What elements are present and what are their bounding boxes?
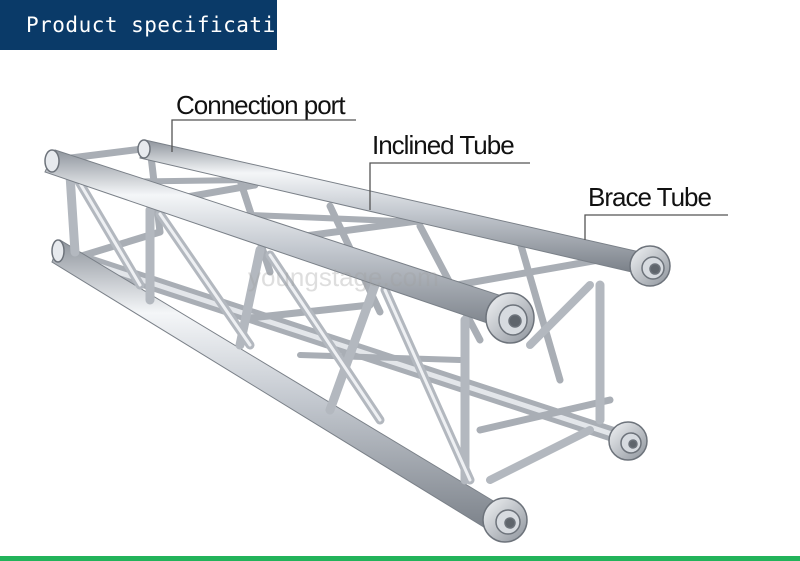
inclined-tube-label: Inclined Tube xyxy=(372,130,514,161)
brace-tube-label: Brace Tube xyxy=(588,182,711,213)
watermark: youngstage.com xyxy=(248,262,439,293)
brace-tube-leader xyxy=(585,215,728,240)
connection-port-label: Connection port xyxy=(176,90,345,121)
footer-accent-line xyxy=(0,556,800,561)
connection-port-leader xyxy=(172,120,356,152)
